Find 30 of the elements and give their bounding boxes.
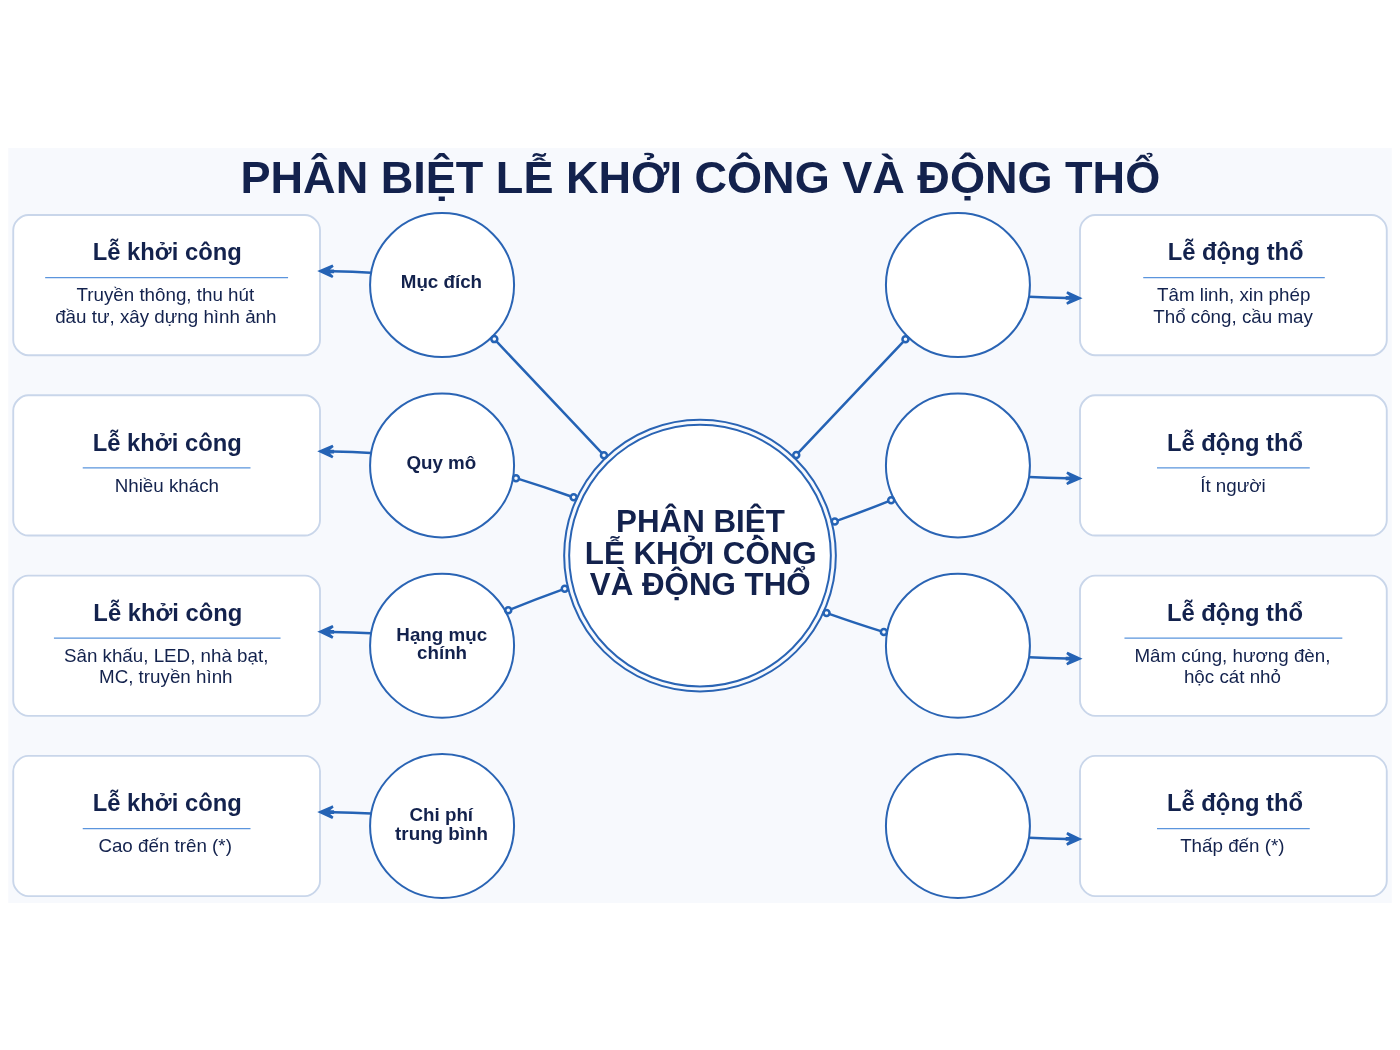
node-box: Lễ động thổ Ít người bbox=[1079, 393, 1388, 536]
node-circle bbox=[884, 211, 1031, 358]
node-circle: Mục đích bbox=[369, 211, 516, 358]
node-box: Lễ động thổ Tâm linh, xin phép Thổ công, cầu may bbox=[1079, 213, 1388, 356]
node-circle: Chi phí trung bình bbox=[369, 752, 516, 899]
arrow bbox=[319, 804, 372, 819]
connector bbox=[830, 495, 896, 526]
node-box: Lễ khởi công Truyền thông, thu hút đầu tư, xây dựng hình ảnh bbox=[12, 213, 321, 356]
connector bbox=[511, 473, 578, 502]
node-circle: Quy mô bbox=[369, 391, 516, 538]
node-box: Lễ khởi công Cao đến trên (*) bbox=[12, 754, 321, 897]
arrow bbox=[1029, 651, 1081, 665]
connector bbox=[822, 608, 889, 636]
node-box: Lễ khởi công Nhiều khách bbox=[12, 393, 321, 536]
arrow bbox=[1029, 831, 1081, 846]
node-circle bbox=[884, 752, 1031, 899]
arrow bbox=[1029, 290, 1081, 305]
connector bbox=[504, 584, 569, 615]
node-circle: PHÂN BIỆT LỄ KHỞI CÔNG VÀ ĐỘNG THỔ bbox=[563, 418, 837, 692]
arrow bbox=[319, 263, 372, 278]
node-box: Lễ khởi công Sân khấu, LED, nhà bạt, MC, truyền hình bbox=[12, 574, 321, 717]
connector bbox=[490, 334, 609, 459]
node-box: Lễ động thổ Mâm cúng, hương đèn, hộc cát nhỏ bbox=[1079, 574, 1388, 717]
arrow bbox=[319, 444, 372, 458]
connector bbox=[792, 334, 910, 459]
diagram-title: PHÂN BIỆT LỄ KHỞI CÔNG VÀ ĐỘNG THỔ bbox=[240, 151, 1161, 203]
node-box: Lễ động thổ Thấp đến (*) bbox=[1079, 754, 1388, 897]
arrow bbox=[1029, 470, 1081, 485]
arrow bbox=[319, 624, 372, 639]
node-circle bbox=[884, 572, 1031, 719]
